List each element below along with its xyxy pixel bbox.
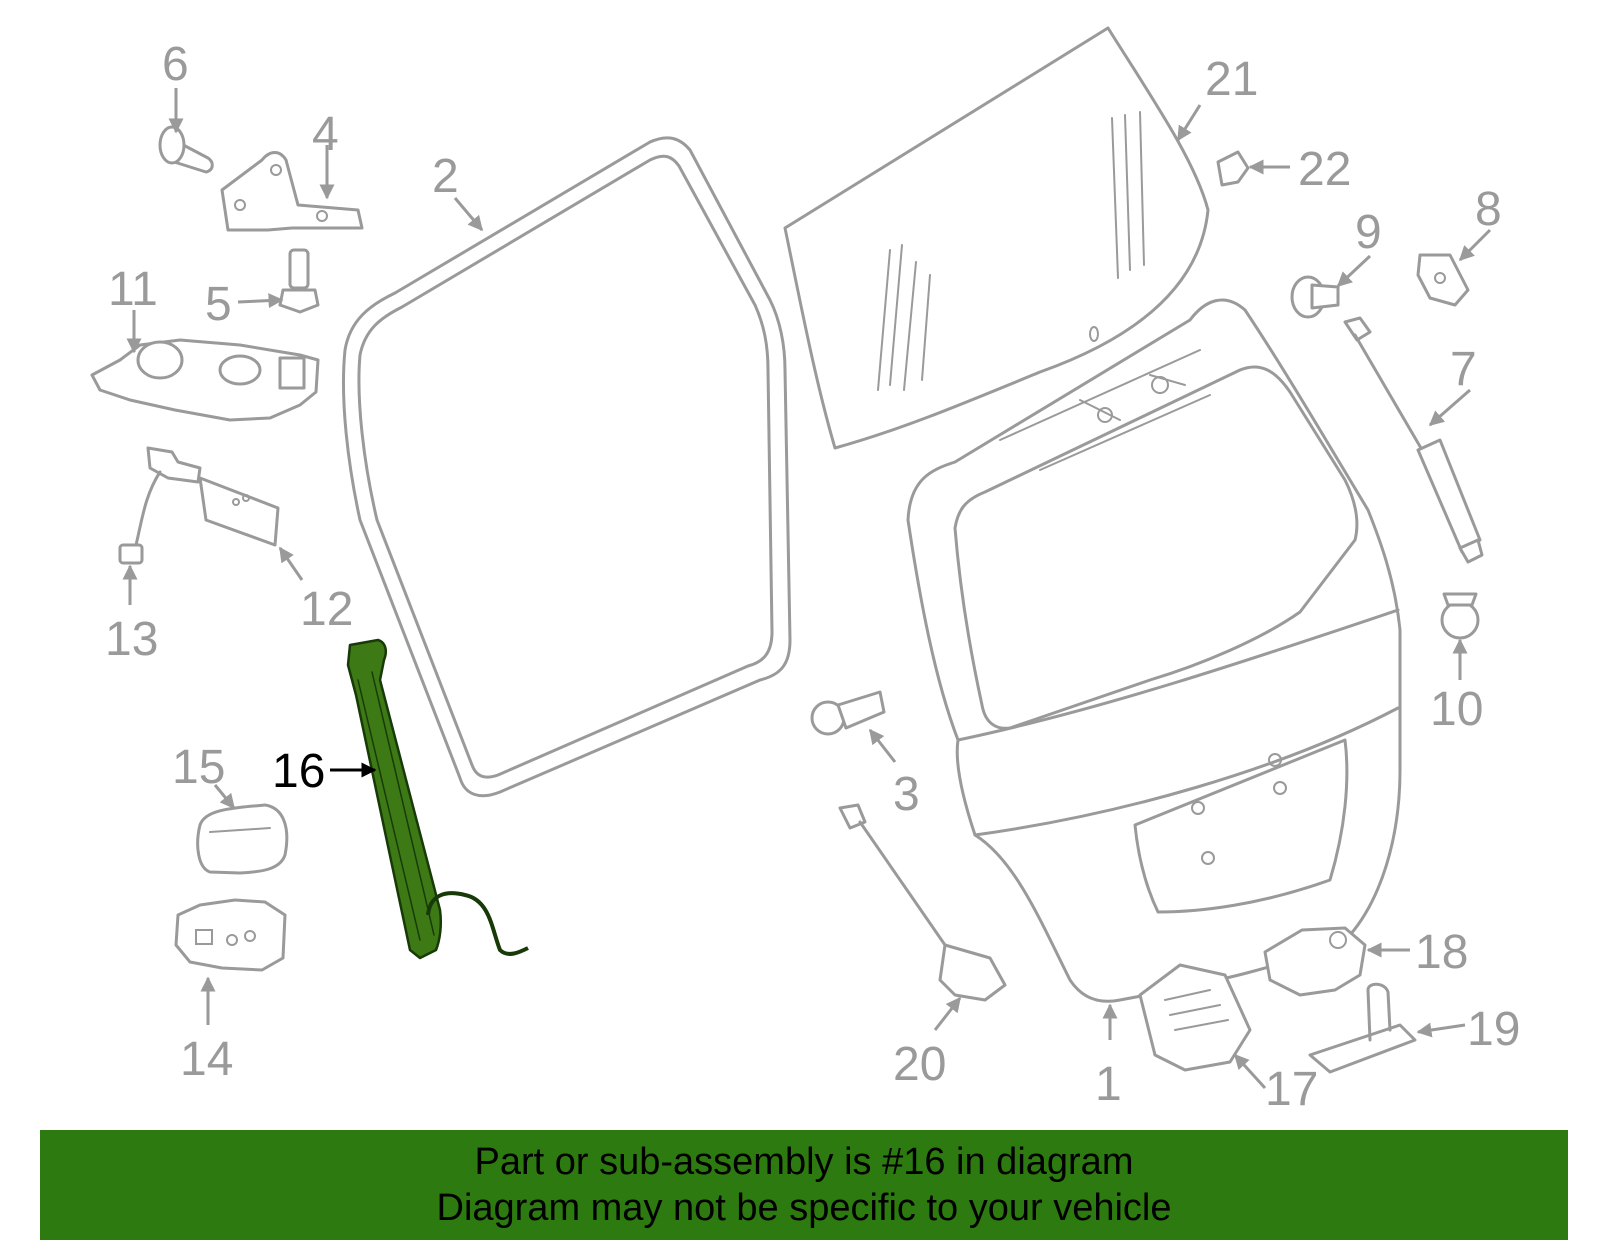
leader-21 — [1176, 104, 1202, 142]
harness-13-part — [118, 446, 202, 565]
bumper-9-part — [1290, 275, 1340, 319]
callout-5: 5 — [205, 278, 232, 331]
leader-19 — [1416, 1022, 1466, 1038]
parts-diagram: 1 2 3 4 5 6 7 8 9 10 11 12 13 14 15 16 1… — [90, 26, 1520, 1116]
release-cable-20-part — [838, 803, 1007, 1002]
ball-stud-10-part — [1440, 592, 1480, 640]
callout-7: 7 — [1450, 343, 1477, 396]
info-banner: Part or sub-assembly is #16 in diagram D… — [40, 1130, 1568, 1240]
callout-15: 15 — [172, 741, 225, 794]
callout-22: 22 — [1298, 143, 1351, 196]
grommet-3-part — [810, 690, 886, 736]
leader-12 — [278, 546, 304, 581]
rear-glass-part — [783, 26, 1210, 450]
leader-15 — [213, 784, 236, 810]
switch-17-part — [1138, 963, 1252, 1072]
clip-22-part — [1216, 150, 1250, 187]
callout-9: 9 — [1355, 206, 1382, 259]
leader-9 — [1336, 254, 1372, 288]
striker-19-part — [1308, 982, 1417, 1074]
leader-8 — [1458, 228, 1492, 262]
callout-13: 13 — [105, 613, 158, 666]
callout-19: 19 — [1467, 1003, 1520, 1056]
callout-8: 8 — [1475, 183, 1502, 236]
lock-actuator-part — [90, 338, 320, 422]
latch-14-part — [174, 898, 287, 972]
bolt-5-part — [278, 248, 320, 314]
leader-5 — [237, 293, 284, 309]
leader-7 — [1428, 388, 1471, 427]
leader-3 — [868, 728, 897, 763]
callout-11: 11 — [108, 263, 158, 316]
leader-2 — [453, 197, 484, 232]
callout-6: 6 — [162, 38, 189, 91]
strut-7-part — [1343, 316, 1484, 564]
callout-17: 17 — [1265, 1063, 1318, 1116]
callout-3: 3 — [893, 768, 920, 821]
callout-18: 18 — [1415, 926, 1468, 979]
callout-12: 12 — [300, 583, 353, 636]
weatherstrip-part — [341, 136, 792, 798]
callout-14: 14 — [180, 1033, 233, 1086]
callout-2: 2 — [432, 150, 459, 203]
callout-21: 21 — [1205, 53, 1258, 106]
cover-15-part — [196, 803, 289, 875]
hinge-part — [220, 151, 364, 232]
latch-18-part — [1263, 926, 1367, 997]
liftgate-part — [906, 298, 1402, 1003]
leader-17 — [1233, 1053, 1267, 1090]
banner-line-1: Part or sub-assembly is #16 in diagram — [474, 1141, 1134, 1183]
power-liftgate-strip-part[interactable] — [346, 638, 529, 960]
callout-16: 16 — [272, 745, 325, 798]
bracket-8-part — [1416, 253, 1470, 307]
callout-10: 10 — [1430, 683, 1483, 736]
callout-20: 20 — [893, 1038, 946, 1091]
callout-1: 1 — [1095, 1058, 1122, 1111]
pad-12-part — [198, 476, 280, 547]
banner-line-2: Diagram may not be specific to your vehi… — [436, 1187, 1172, 1229]
leader-20 — [933, 996, 962, 1031]
bolt-6-part — [158, 125, 214, 174]
callout-4: 4 — [312, 108, 339, 161]
